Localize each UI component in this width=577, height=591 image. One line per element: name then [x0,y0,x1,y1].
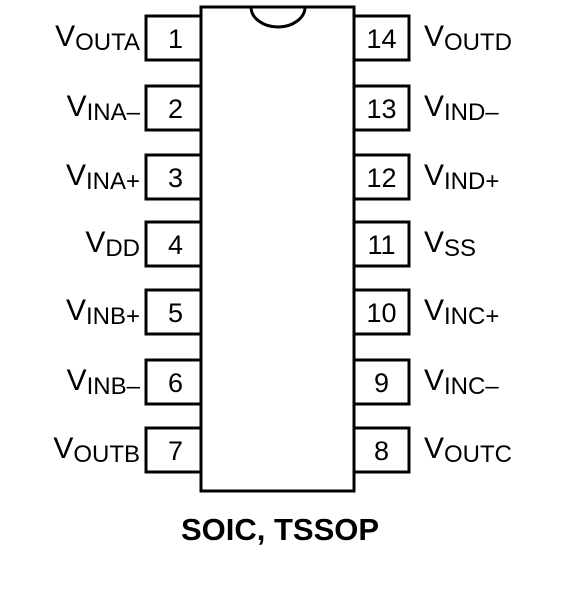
pin-label-main: V [424,90,444,123]
pin-box-11 [354,220,411,268]
pin-label-main: V [424,432,444,465]
chip-body [199,5,356,493]
pin-label-main: V [424,226,444,259]
pin-box-1 [144,14,201,62]
pin-number-11: 11 [367,230,395,260]
pin-label-main: V [424,159,444,192]
pin-label-sub: INB– [87,373,141,400]
pin-number-12: 12 [366,163,396,193]
pin-label-main: V [66,294,86,327]
pin-box-12 [354,153,411,201]
pin-label-sub: INC– [444,373,499,400]
pin-number-8: 8 [374,436,389,466]
pin-box-8 [354,426,411,474]
pin-label-5: VINB+ [66,294,140,330]
pin-label-10: VINC+ [424,294,499,330]
pin-label-sub: INC+ [444,303,499,330]
pin-label-1: VOUTA [55,20,140,56]
pin-label-11: VSS [424,226,476,262]
pin-box-6 [144,358,201,406]
pin-label-sub: INA+ [86,168,140,195]
pin-label-sub: INA– [87,99,141,126]
pin-box-9 [354,358,411,406]
pin-box-14 [354,14,411,62]
pin-label-sub: IND+ [444,168,499,195]
pin-number-3: 3 [168,163,183,193]
pin-label-sub: DD [105,235,140,262]
orientation-notch [249,6,307,29]
pin-label-6: VINB– [67,364,141,400]
pin-box-5 [144,288,201,336]
pin-label-8: VOUTC [424,432,512,468]
pin-number-9: 9 [374,368,389,398]
pin-label-main: V [424,20,444,53]
pin-label-main: V [424,364,444,397]
pin-label-main: V [85,226,105,259]
pin-box-2 [144,84,201,132]
pin-box-3 [144,153,201,201]
pin-number-4: 4 [168,230,183,260]
pin-label-14: VOUTD [424,20,512,56]
pin-number-10: 10 [366,298,396,328]
pin-number-6: 6 [168,368,183,398]
package-label: SOIC, TSSOP [181,512,379,547]
pin-box-4 [144,220,201,268]
pin-label-2: VINA– [67,90,141,126]
pin-label-main: V [67,90,87,123]
pin-number-14: 14 [366,24,396,54]
pin-label-4: VDD [85,226,140,262]
pin-number-13: 13 [366,94,396,124]
pin-number-5: 5 [168,298,183,328]
pin-label-sub: OUTD [444,29,512,56]
pin-label-main: V [53,432,73,465]
pin-label-9: VINC– [424,364,499,400]
pin-label-sub: SS [444,235,476,262]
pin-label-main: V [424,294,444,327]
pin-label-12: VIND+ [424,159,499,195]
pin-label-main: V [55,20,75,53]
pin-number-7: 7 [168,436,183,466]
pin-label-13: VIND– [424,90,499,126]
pin-box-7 [144,426,201,474]
pin-label-sub: INB+ [86,303,140,330]
pin-number-1: 1 [168,24,183,54]
pin-label-sub: OUTB [73,441,140,468]
pin-label-sub: IND– [444,99,499,126]
pin-label-main: V [67,364,87,397]
pin-number-2: 2 [168,94,183,124]
pin-label-3: VINA+ [66,159,140,195]
pin-label-7: VOUTB [53,432,140,468]
pin-box-13 [354,84,411,132]
pin-label-sub: OUTA [75,29,140,56]
pin-box-10 [354,288,411,336]
pin-label-main: V [66,159,86,192]
pin-label-sub: OUTC [444,441,512,468]
